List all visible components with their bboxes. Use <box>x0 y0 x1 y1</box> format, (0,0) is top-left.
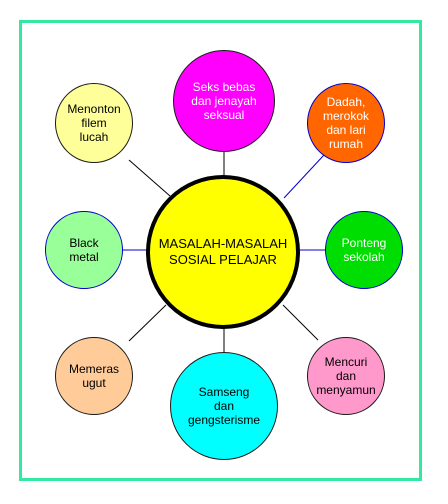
node-ponteng: Ponteng sekolah <box>325 211 403 289</box>
node-dadah: Dadah, merokok dan lari rumah <box>307 83 385 163</box>
connector-memeras <box>128 304 167 342</box>
center-node: MASALAH-MASALAH SOSIAL PELAJAR <box>146 175 300 329</box>
node-memeras: Memeras ugut <box>55 337 133 415</box>
node-seks-bebas: Seks bebas dan jenayah seksual <box>173 50 275 152</box>
connector-dadah <box>283 154 325 199</box>
node-mencuri: Mencuri dan menyamun <box>307 337 385 415</box>
node-samseng: Samseng dan gengsterisme <box>170 352 278 460</box>
node-black-metal: Black metal <box>45 211 123 289</box>
node-label: Samseng dan gengsterisme <box>187 385 261 427</box>
connector-menonton <box>128 159 171 197</box>
node-label: Black metal <box>69 236 99 264</box>
node-label: Seks bebas dan jenayah seksual <box>191 80 257 122</box>
center-label: MASALAH-MASALAH SOSIAL PELAJAR <box>158 236 288 267</box>
node-label: Menonton filem lucah <box>67 102 121 144</box>
node-label: Dadah, merokok dan lari rumah <box>322 95 369 151</box>
connector-mencuri <box>282 304 319 341</box>
node-label: Memeras ugut <box>68 362 119 390</box>
node-label: Mencuri dan menyamun <box>316 355 376 397</box>
node-menonton: Menonton filem lucah <box>55 83 133 163</box>
node-label: Ponteng sekolah <box>341 236 387 264</box>
